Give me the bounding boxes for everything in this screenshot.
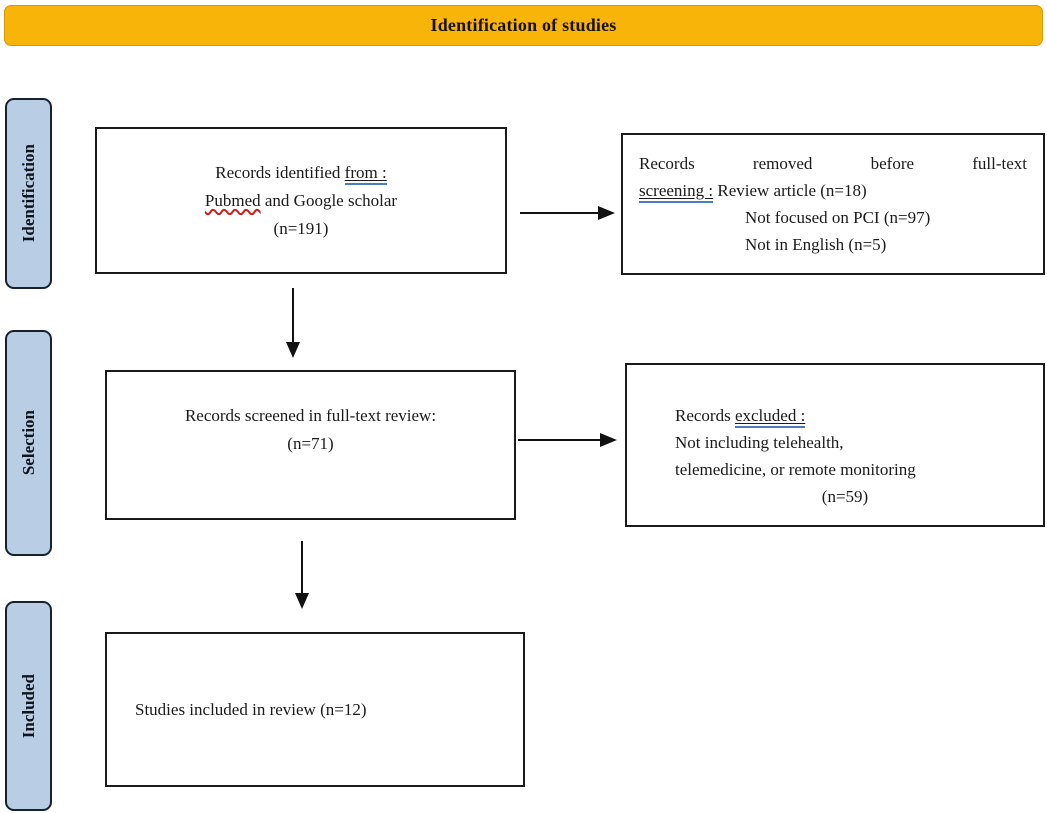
box-records-removed: Records removed before full-text screeni…	[621, 133, 1045, 275]
arrow-screened-to-excluded	[518, 433, 617, 447]
banner-title: Identification of studies	[430, 15, 617, 35]
phase-label-identification: Identification	[5, 98, 52, 289]
records-excluded-line1: Records excluded :	[675, 402, 1015, 429]
records-removed-line4: Not in English (n=5)	[745, 235, 887, 254]
spellcheck-pubmed: Pubmed	[204, 190, 261, 210]
records-excluded-count: (n=59)	[821, 487, 869, 506]
records-excluded-line2: Not including telehealth,	[675, 433, 844, 452]
grammar-underlined-excluded: excluded :	[734, 406, 806, 428]
records-removed-line3: Not focused on PCI (n=97)	[745, 208, 931, 227]
grammar-underlined-from: from :	[344, 162, 387, 185]
records-identified-line2: Pubmed and Google scholar	[204, 190, 398, 210]
records-removed-line2: screening : Review article (n=18)	[639, 177, 1027, 204]
grammar-underlined-screening: screening :	[639, 181, 714, 203]
banner-identification-of-studies: Identification of studies	[4, 5, 1043, 46]
records-excluded-line3: telemedicine, or remote monitoring	[675, 460, 916, 479]
phase-label-included-text: Included	[18, 673, 38, 739]
records-removed-line1: Records removed before full-text	[639, 154, 1027, 173]
box-studies-included: Studies included in review (n=12)	[105, 632, 525, 787]
records-screened-count: (n=71)	[287, 434, 334, 453]
records-identified-count: (n=191)	[273, 218, 329, 238]
records-identified-line1: Records identified from :	[97, 159, 505, 187]
phase-label-included: Included	[5, 601, 52, 811]
arrow-identified-to-removed	[520, 206, 615, 220]
arrow-identified-to-screened	[286, 288, 300, 358]
phase-label-identification-text: Identification	[18, 144, 38, 243]
studies-included-line1: Studies included in review (n=12)	[135, 700, 367, 719]
records-screened-line1: Records screened in full-text review:	[184, 406, 437, 425]
phase-label-selection-text: Selection	[18, 410, 38, 476]
box-records-identified: Records identified from : Pubmed and Goo…	[95, 127, 507, 274]
box-records-screened: Records screened in full-text review: (n…	[105, 370, 516, 520]
box-records-excluded: Records excluded : Not including telehea…	[625, 363, 1045, 527]
arrow-screened-to-included	[295, 541, 309, 609]
phase-label-selection: Selection	[5, 330, 52, 556]
